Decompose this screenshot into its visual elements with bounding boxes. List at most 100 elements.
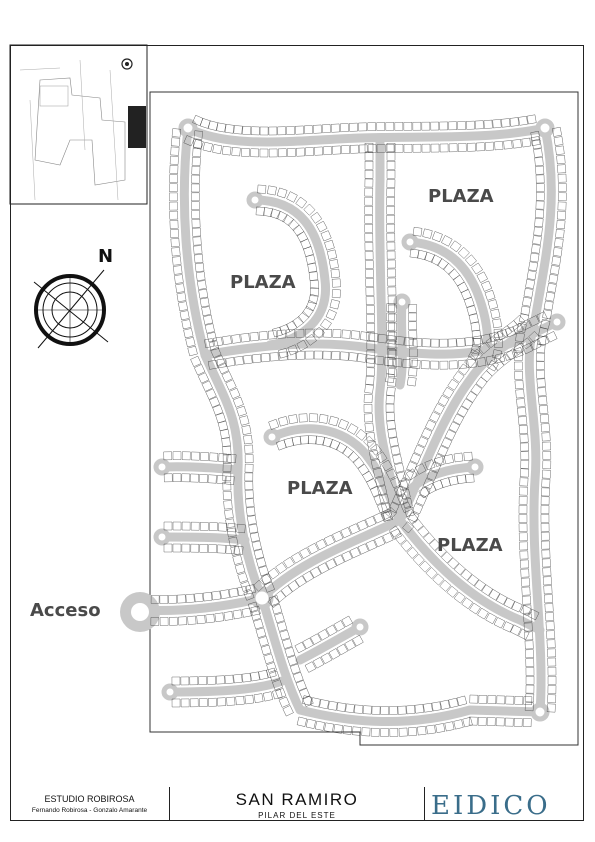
- lot: [262, 691, 273, 702]
- lot: [190, 543, 200, 553]
- lot: [408, 312, 417, 322]
- lot: [208, 697, 217, 707]
- lot: [191, 451, 200, 461]
- lot: [513, 314, 526, 327]
- lot: [492, 119, 502, 129]
- lot: [394, 122, 404, 131]
- lot: [275, 688, 287, 699]
- lot: [250, 148, 259, 158]
- lot: [185, 337, 196, 348]
- lot: [538, 396, 548, 406]
- lot: [210, 346, 222, 358]
- lot: [439, 579, 452, 592]
- lot: [441, 551, 453, 564]
- lot: [365, 375, 375, 385]
- lot: [386, 303, 396, 312]
- lot: [461, 398, 473, 410]
- lot: [535, 200, 545, 210]
- lot: [409, 348, 418, 358]
- lot: [225, 475, 235, 485]
- lot: [525, 667, 535, 676]
- lot: [287, 344, 299, 356]
- lot: [304, 125, 313, 135]
- lot: [317, 629, 330, 641]
- lot: [367, 122, 376, 131]
- lot: [305, 718, 316, 729]
- lot: [349, 122, 358, 132]
- lot: [191, 157, 201, 166]
- lot: [464, 336, 475, 347]
- lot: [324, 722, 334, 733]
- plaza-label-northeast: PLAZA: [428, 186, 494, 207]
- lot: [267, 185, 277, 196]
- lot: [305, 350, 314, 360]
- lot: [274, 612, 285, 624]
- lot: [408, 304, 417, 313]
- lot: [529, 252, 540, 263]
- lot: [422, 228, 433, 239]
- lot: [267, 596, 280, 608]
- lot: [362, 470, 374, 483]
- lot: [430, 121, 440, 131]
- lot: [377, 485, 388, 496]
- lot: [216, 358, 227, 369]
- lot: [320, 230, 332, 242]
- lot: [299, 547, 311, 559]
- lot: [327, 700, 338, 711]
- lot: [523, 696, 533, 705]
- lot: [387, 259, 396, 269]
- lot: [217, 697, 226, 707]
- lot: [385, 403, 395, 413]
- lot: [322, 350, 332, 360]
- lot: [402, 497, 413, 508]
- lot: [448, 268, 460, 281]
- lot: [449, 240, 462, 253]
- lot: [393, 357, 403, 368]
- lot: [302, 570, 314, 583]
- lot: [159, 617, 169, 626]
- lot: [402, 521, 414, 534]
- lot: [520, 305, 531, 316]
- lot: [423, 532, 435, 545]
- lot: [382, 532, 394, 544]
- lot: [264, 581, 275, 593]
- lot: [232, 609, 243, 620]
- lot: [336, 702, 347, 712]
- lot: [408, 330, 418, 339]
- lot: [364, 187, 373, 197]
- lot: [522, 718, 532, 727]
- lot: [291, 552, 303, 564]
- lot: [518, 416, 528, 426]
- lot: [386, 188, 395, 197]
- lot: [526, 270, 537, 280]
- lot: [453, 591, 466, 604]
- lot: [494, 141, 504, 151]
- lot: [393, 485, 405, 497]
- lot: [374, 476, 386, 487]
- lot: [545, 612, 555, 622]
- lot: [336, 643, 348, 656]
- lot: [470, 344, 481, 355]
- lot: [481, 280, 492, 292]
- lot: [554, 238, 564, 248]
- lot: [386, 223, 395, 233]
- lot: [191, 218, 201, 228]
- lot: [518, 628, 530, 640]
- lot: [245, 498, 255, 508]
- lot: [423, 703, 433, 713]
- lot: [174, 274, 184, 284]
- lot: [448, 143, 458, 153]
- lot: [547, 666, 557, 676]
- lot: [231, 334, 241, 344]
- lot: [467, 142, 476, 152]
- lot: [224, 509, 234, 519]
- lot: [194, 364, 206, 376]
- lot: [352, 457, 365, 469]
- lot: [493, 328, 503, 338]
- lot: [358, 122, 367, 132]
- lot: [555, 229, 565, 239]
- lot: [236, 405, 247, 417]
- lot: [263, 207, 273, 217]
- lot: [253, 549, 264, 560]
- lot: [365, 278, 374, 287]
